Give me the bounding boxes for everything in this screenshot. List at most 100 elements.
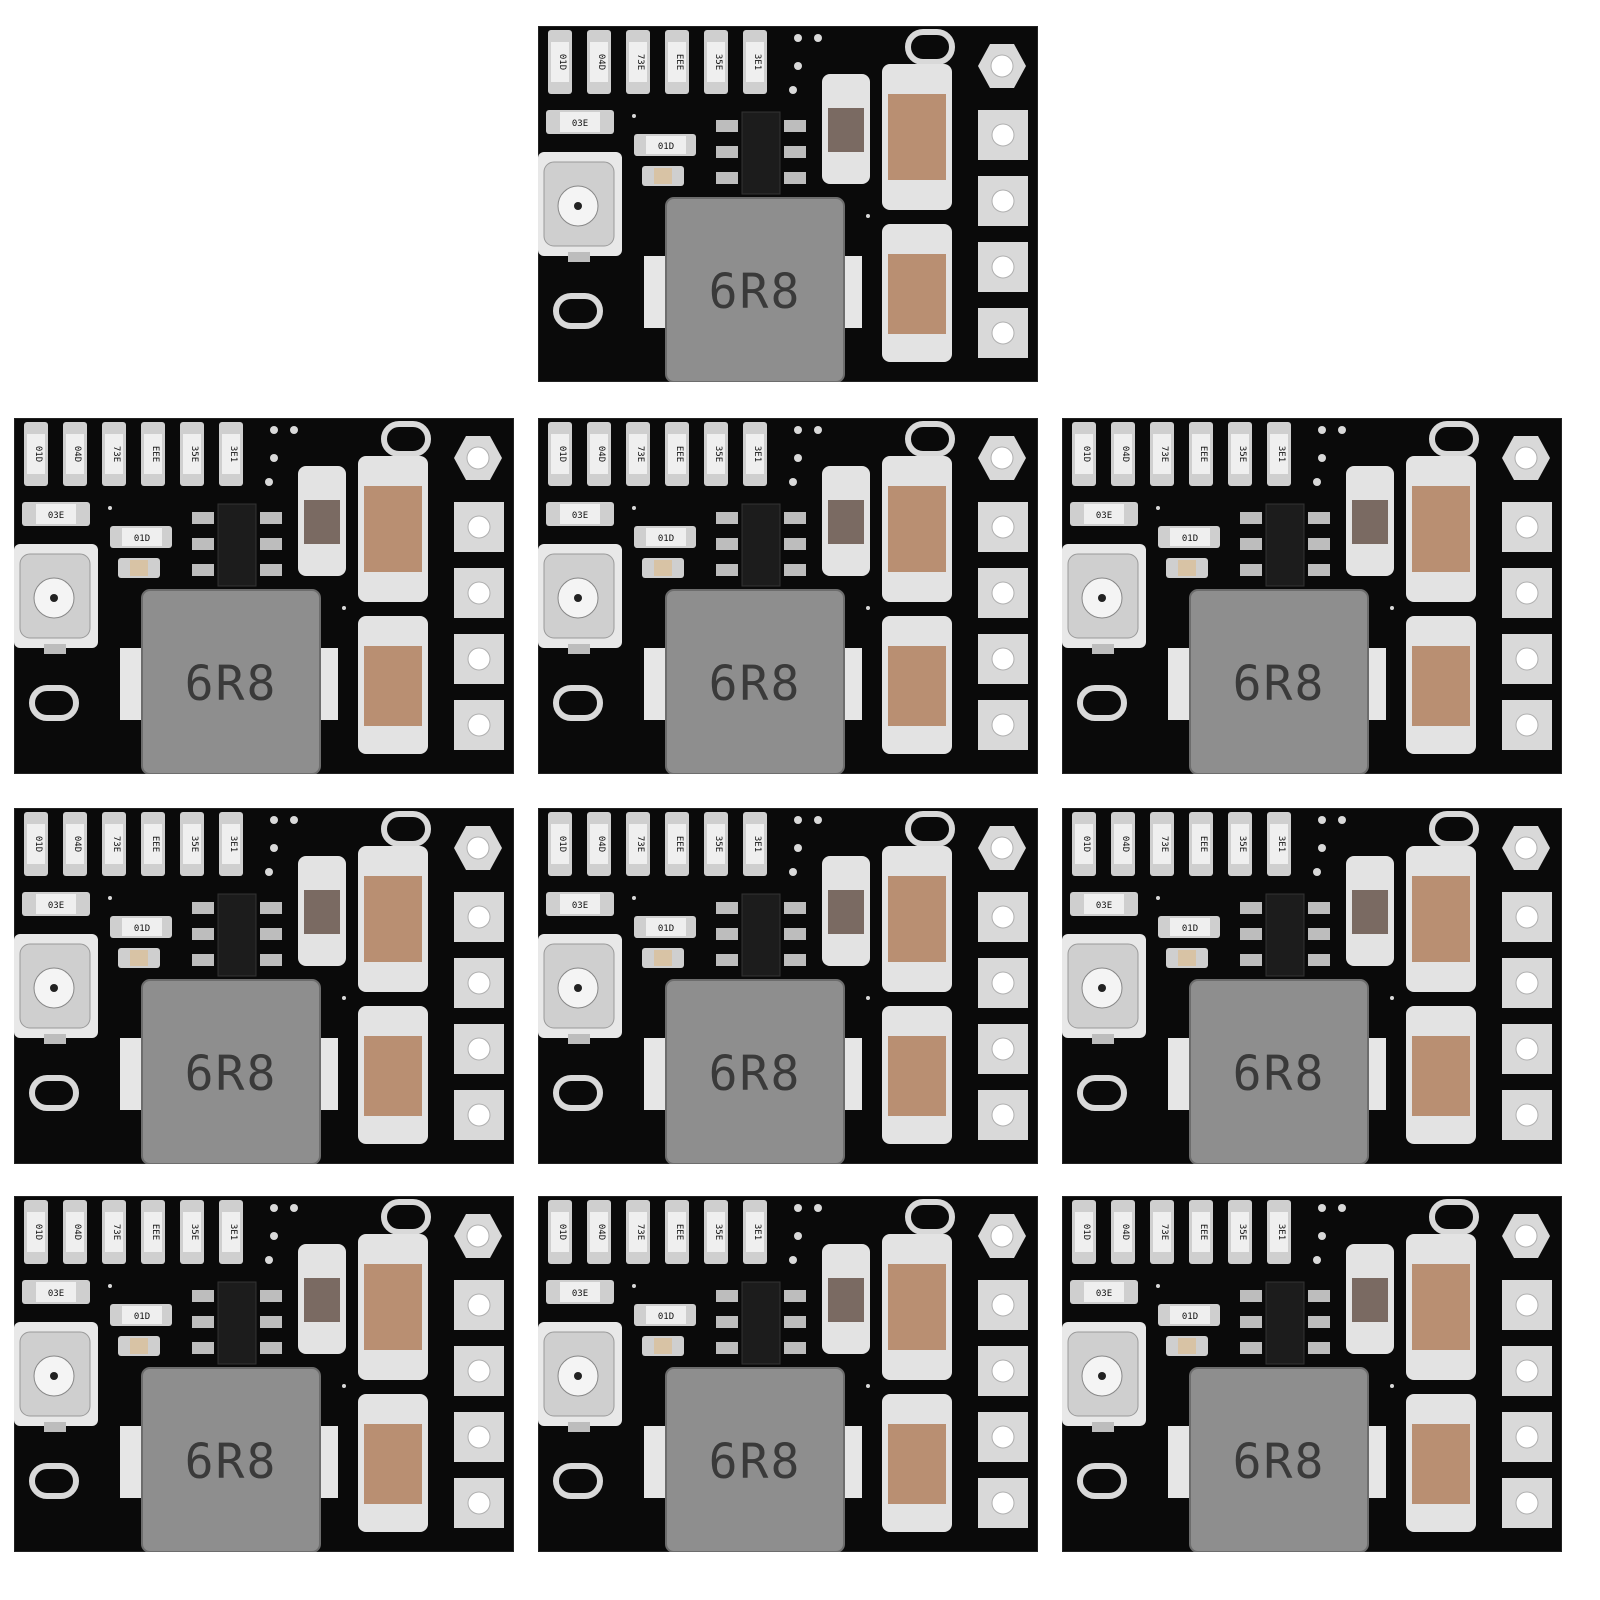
small-chip — [1166, 948, 1208, 968]
diode: 01D — [634, 526, 696, 548]
trimmer-potentiometer — [538, 1322, 622, 1432]
resistor-03e: 03E — [546, 502, 614, 526]
smd-resistor: EEE — [1189, 422, 1213, 486]
regulator-ic — [1240, 503, 1330, 587]
resistor-03e: 03E — [546, 110, 614, 134]
capacitor-large — [882, 1234, 952, 1380]
smd-resistor: 04D — [587, 422, 611, 486]
smd-resistor: 73E — [102, 812, 126, 876]
smd-resistor: 73E — [1150, 812, 1174, 876]
smd-resistor: 3E1 — [1267, 812, 1291, 876]
svg-text:04D: 04D — [72, 1224, 82, 1240]
capacitor-large — [358, 1234, 428, 1380]
svg-text:73E: 73E — [1159, 1224, 1169, 1240]
small-chip — [642, 558, 684, 578]
smd-resistor: EEE — [1189, 812, 1213, 876]
trimmer-potentiometer — [1062, 1322, 1146, 1432]
small-chip — [642, 948, 684, 968]
smd-resistor: 73E — [626, 1200, 650, 1264]
svg-text:01D: 01D — [134, 534, 150, 544]
smd-resistor: 04D — [1111, 1200, 1135, 1264]
svg-text:6R8: 6R8 — [709, 1046, 802, 1102]
smd-resistor: 3E1 — [743, 30, 767, 94]
capacitor-small — [1346, 856, 1394, 966]
svg-text:03E: 03E — [572, 1289, 588, 1299]
capacitor-small — [1346, 1244, 1394, 1354]
svg-text:03E: 03E — [1096, 901, 1112, 911]
inductor: 6R8 — [644, 197, 862, 382]
svg-text:01D: 01D — [658, 534, 674, 544]
oval-pad — [905, 1199, 955, 1235]
resistor-03e: 03E — [546, 892, 614, 916]
oval-pad — [553, 685, 603, 721]
svg-text:04D: 04D — [72, 446, 82, 462]
smd-resistor: 73E — [102, 422, 126, 486]
svg-text:01D: 01D — [557, 836, 567, 852]
smd-resistor: 73E — [626, 812, 650, 876]
smd-resistor: 01D — [24, 812, 48, 876]
capacitor-large — [358, 1006, 428, 1144]
oval-pad — [381, 421, 431, 457]
svg-text:35E: 35E — [713, 54, 723, 70]
svg-text:35E: 35E — [189, 446, 199, 462]
svg-text:35E: 35E — [189, 836, 199, 852]
diode: 01D — [1158, 916, 1220, 938]
regulator-ic — [716, 503, 806, 587]
smd-resistor: 04D — [1111, 422, 1135, 486]
svg-text:04D: 04D — [1120, 836, 1130, 852]
svg-text:6R8: 6R8 — [185, 1434, 278, 1490]
header-pads — [1502, 436, 1552, 750]
capacitor-large — [1406, 846, 1476, 992]
smd-resistor: 35E — [180, 422, 204, 486]
capacitor-large — [1406, 456, 1476, 602]
svg-text:3E1: 3E1 — [752, 446, 762, 462]
smd-resistor: 01D — [548, 1200, 572, 1264]
svg-text:6R8: 6R8 — [1233, 656, 1326, 712]
inductor: 6R8 — [644, 1367, 862, 1552]
oval-pad — [905, 421, 955, 457]
svg-text:35E: 35E — [713, 836, 723, 852]
trimmer-potentiometer — [538, 934, 622, 1044]
oval-pad — [29, 685, 79, 721]
smd-resistor: 3E1 — [1267, 1200, 1291, 1264]
diode: 01D — [634, 134, 696, 156]
oval-pad — [1077, 1075, 1127, 1111]
smd-resistor: 04D — [587, 30, 611, 94]
inductor: 6R8 — [120, 979, 338, 1164]
resistor-03e: 03E — [546, 1280, 614, 1304]
svg-text:03E: 03E — [572, 511, 588, 521]
svg-text:3E1: 3E1 — [1276, 446, 1286, 462]
resistor-03e: 03E — [22, 502, 90, 526]
smd-resistor: 04D — [63, 1200, 87, 1264]
small-chip — [118, 948, 160, 968]
smd-resistor: EEE — [665, 1200, 689, 1264]
smd-resistor: 3E1 — [219, 812, 243, 876]
svg-text:04D: 04D — [72, 836, 82, 852]
oval-pad — [1429, 1199, 1479, 1235]
header-pads — [978, 1214, 1028, 1528]
svg-text:73E: 73E — [635, 54, 645, 70]
svg-text:01D: 01D — [658, 142, 674, 152]
oval-pad — [905, 811, 955, 847]
svg-text:3E1: 3E1 — [752, 54, 762, 70]
svg-text:01D: 01D — [557, 1224, 567, 1240]
capacitor-small — [298, 466, 346, 576]
smd-resistor: 3E1 — [743, 812, 767, 876]
header-pads — [1502, 1214, 1552, 1528]
oval-pad — [905, 29, 955, 65]
svg-text:01D: 01D — [33, 446, 43, 462]
small-chip — [642, 1336, 684, 1356]
smd-resistor: 73E — [1150, 1200, 1174, 1264]
svg-text:04D: 04D — [596, 836, 606, 852]
smd-resistor: 35E — [1228, 812, 1252, 876]
header-pads — [978, 44, 1028, 358]
capacitor-large — [1406, 1394, 1476, 1532]
smd-resistor: 35E — [704, 1200, 728, 1264]
smd-resistor: 35E — [1228, 1200, 1252, 1264]
svg-text:01D: 01D — [33, 836, 43, 852]
smd-resistor: 01D — [1072, 812, 1096, 876]
